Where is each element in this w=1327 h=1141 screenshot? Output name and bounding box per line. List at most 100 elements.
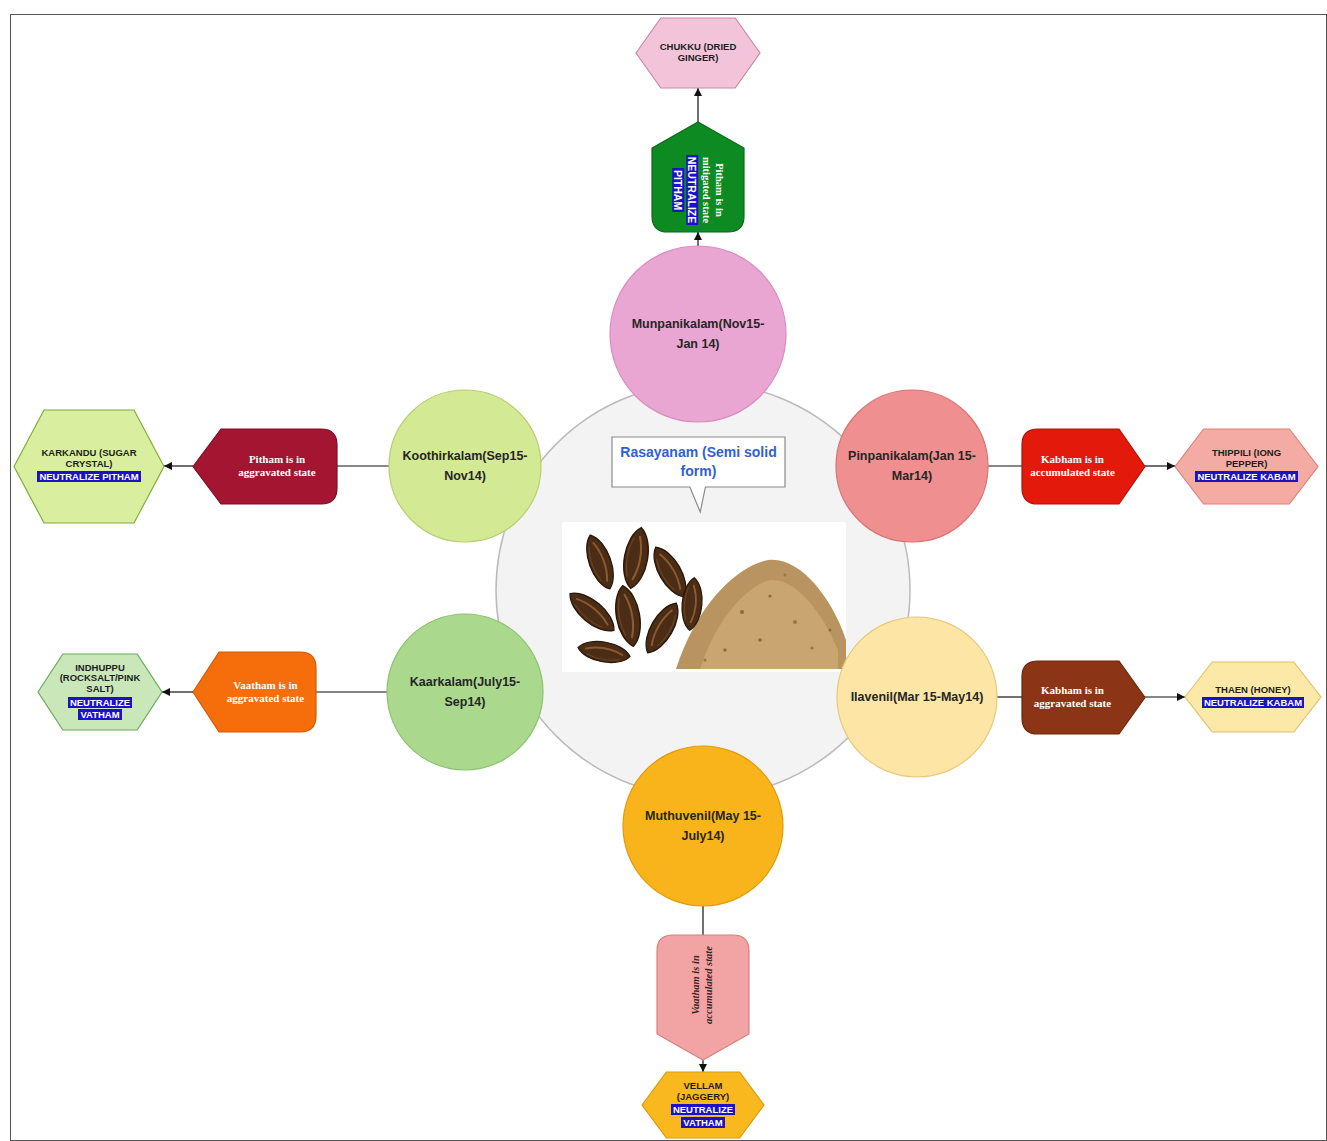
- connector-arrow: [702, 1060, 703, 1072]
- text-holder: Rasayanam (Semi solid form): [618, 442, 779, 482]
- shape-path: [652, 122, 744, 232]
- neutralize-label: NEUTRALIZE VATHAM: [68, 697, 132, 720]
- text-holder: Pitham is in aggravated state: [224, 433, 330, 500]
- powder-heap-light: [700, 580, 838, 669]
- remedy-label: THIPPILI (IONG PEPPER): [1192, 448, 1301, 469]
- powder-grain: [723, 648, 726, 651]
- shape-path: [657, 935, 749, 1060]
- shape-path: [1022, 661, 1145, 734]
- season-label: Munpanikalam(Nov15-Jan 14): [622, 314, 773, 354]
- powder-grain: [810, 646, 813, 649]
- seed: [576, 638, 631, 667]
- text-content: Vaatham is in aggravated state: [222, 679, 309, 705]
- seed: [580, 531, 620, 592]
- remedy-label: VELLAM (JAGGERY): [657, 1081, 750, 1102]
- dosha-state-shape: Kabham is in accumulated state: [1022, 429, 1145, 504]
- season-label: Pinpanikalam(Jan 15-Mar14): [847, 446, 978, 486]
- text-holder: Pinpanikalam(Jan 15-Mar14): [847, 413, 978, 519]
- text-row: NEUTRALIZE VATHAM: [657, 1104, 750, 1129]
- dosha-state-shape: Pitham is in mitigated stateNEUTRALIZE P…: [652, 122, 744, 232]
- remedy-label: THAEN (HONEY): [1201, 685, 1304, 696]
- remedy-hexagon: CHUKKU (DRIED GINGER): [636, 18, 760, 88]
- remedy-hexagon: THIPPILI (IONG PEPPER) NEUTRALIZE KABAM: [1175, 429, 1318, 504]
- connector-arrow: [697, 88, 698, 122]
- text-content: Kaarkalam(July15-Sep14): [398, 672, 532, 712]
- connector-arrow: [162, 691, 193, 692]
- text-row: NEUTRALIZE VATHAM: [53, 697, 147, 722]
- text-row: NEUTRALIZE KABAM: [1201, 697, 1304, 709]
- powder-heap: [676, 560, 846, 669]
- text-content: Vaatham is in accumulated state: [690, 939, 715, 1030]
- neutralize-label: NEUTRALIZE KABAM: [1202, 697, 1304, 708]
- text-holder: Muthuvenil(May 15-July14): [634, 770, 772, 882]
- text-row: NEUTRALIZE PITHAM: [32, 471, 146, 483]
- connector-arrow: [1145, 465, 1175, 466]
- season-circle: Ilavenil(Mar 15-May14): [837, 617, 997, 777]
- shape-path: [636, 18, 760, 88]
- shape-outline: [610, 246, 786, 422]
- powder-grain: [704, 659, 707, 662]
- season-circle: Kaarkalam(July15-Sep14): [387, 614, 543, 770]
- neutralize-label: NEUTRALIZE PITHAM: [37, 471, 140, 482]
- season-circle: Muthuvenil(May 15-July14): [623, 746, 783, 906]
- shape-path: [610, 246, 786, 422]
- season-circle: Munpanikalam(Nov15-Jan 14): [610, 246, 786, 422]
- connector-arrow: [164, 465, 193, 466]
- connector-arrow: [988, 465, 1022, 466]
- connector-arrow: [697, 232, 698, 246]
- text-content: Kabham is in accumulated state: [1029, 453, 1116, 479]
- text-content: Pitham is in aggravated state: [224, 453, 330, 479]
- text-content: CHUKKU (DRIED GINGER): [651, 42, 745, 63]
- state-label: Vaatham is in aggravated state: [222, 679, 309, 705]
- text-holder: CHUKKU (DRIED GINGER): [651, 21, 745, 85]
- text-holder: Ilavenil(Mar 15-May14): [848, 641, 986, 753]
- season-circle: Pinpanikalam(Jan 15-Mar14): [836, 390, 988, 542]
- shape-path: [193, 652, 316, 732]
- shape-outline: [836, 390, 988, 542]
- callout-box: Rasayanam (Semi solid form): [612, 437, 785, 487]
- text-holder: VELLAM (JAGGERY)NEUTRALIZE VATHAM: [657, 1075, 750, 1135]
- text-holder: Kaarkalam(July15-Sep14): [398, 637, 532, 746]
- callout-text: Rasayanam (Semi solid form): [618, 443, 779, 481]
- neutralize-label: NEUTRALIZE VATHAM: [671, 1104, 735, 1127]
- remedy-hexagon: INDHUPPU (ROCKSALT/PINK SALT)NEUTRALIZE …: [38, 654, 162, 730]
- shape-path: [389, 390, 541, 542]
- remedy-label: INDHUPPU (ROCKSALT/PINK SALT): [53, 663, 147, 695]
- text-holder: Kabham is in aggravated state: [1029, 665, 1116, 730]
- remedy-label: KARKANDU (SUGAR CRYSTAL): [32, 448, 146, 469]
- shape-path: [836, 390, 988, 542]
- text-holder: Munpanikalam(Nov15-Jan 14): [622, 272, 773, 395]
- text-holder: Pitham is in mitigated stateNEUTRALIZE P…: [671, 152, 725, 228]
- text-row: NEUTRALIZE KABAM: [1192, 471, 1301, 483]
- shape-path: [642, 1072, 764, 1138]
- text-content: Rasayanam (Semi solid form): [618, 443, 779, 481]
- text-content: Ilavenil(Mar 15-May14): [848, 687, 986, 707]
- state-label: Vaatham is in accumulated state: [690, 939, 715, 1030]
- state-label: Pitham is in mitigated state: [700, 152, 725, 228]
- connector-arrow: [997, 696, 1022, 697]
- season-label: Muthuvenil(May 15-July14): [634, 806, 772, 846]
- shape-path: [1175, 429, 1318, 504]
- text-holder: THIPPILI (IONG PEPPER) NEUTRALIZE KABAM: [1192, 432, 1301, 501]
- seed: [638, 598, 685, 658]
- seed: [619, 526, 652, 591]
- shape-path: [14, 410, 164, 523]
- state-label: Kabham is in accumulated state: [1029, 453, 1116, 479]
- text-holder: Kabham is in accumulated state: [1029, 433, 1116, 500]
- shape-path: [1022, 429, 1145, 504]
- shape-outline: [623, 746, 783, 906]
- shape-path: [387, 614, 543, 770]
- text-content: Pitham is in mitigated stateNEUTRALIZE P…: [671, 152, 725, 228]
- text-content: THAEN (HONEY)NEUTRALIZE KABAM: [1201, 685, 1304, 710]
- shape-path: [837, 617, 997, 777]
- text-holder: Koothirkalam(Sep15-Nov14): [400, 413, 531, 519]
- powder-grain: [768, 594, 771, 597]
- text-content: Kabham is in aggravated state: [1029, 684, 1116, 710]
- powder-grain: [793, 620, 797, 624]
- season-label: Kaarkalam(July15-Sep14): [398, 672, 532, 712]
- text-holder: Vaatham is in aggravated state: [222, 656, 309, 728]
- text-holder: THAEN (HONEY)NEUTRALIZE KABAM: [1201, 665, 1304, 729]
- state-label: Kabham is in aggravated state: [1029, 684, 1116, 710]
- remedy-label: CHUKKU (DRIED GINGER): [651, 42, 745, 63]
- powder-grain: [829, 629, 832, 632]
